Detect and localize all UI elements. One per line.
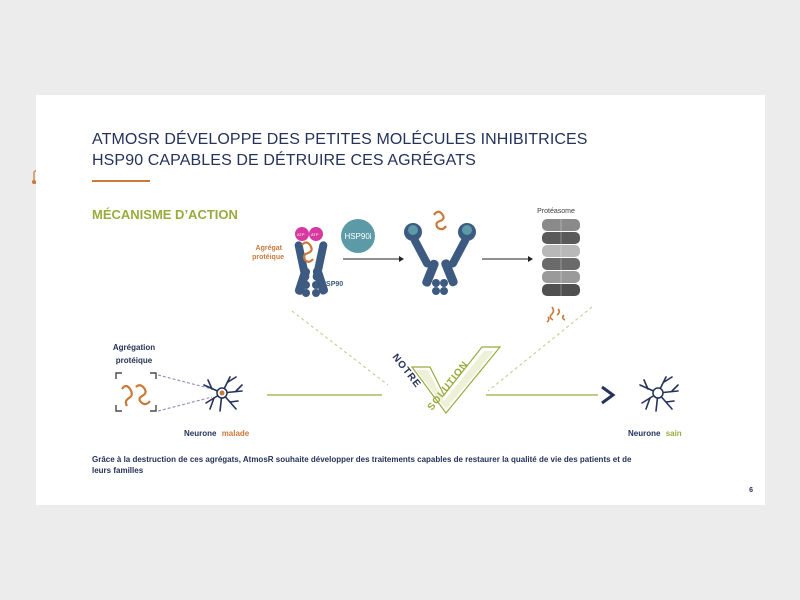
atp-label: ATP <box>311 232 319 237</box>
agregation-label-2: protéique <box>116 356 153 365</box>
arrow-2-head <box>528 256 533 262</box>
proteasome-label: Protéasome <box>537 208 575 215</box>
hsp90i-bound-icon <box>408 225 418 235</box>
zoom-line-bottom <box>157 396 213 412</box>
slide: ATMOSR DÉVELOPPE DES PETITES MOLÉCULES I… <box>36 95 765 505</box>
section-title: MÉCANISME D’ACTION <box>92 207 238 222</box>
aggregation-frame-icon <box>115 372 157 412</box>
hsp90-dimer-icon <box>294 241 329 297</box>
neuron-aggregate <box>219 390 225 396</box>
neurone-malade-label: Neurone malade <box>184 429 250 438</box>
malade-word: malade <box>222 429 250 438</box>
title-line-2: HSP90 CAPABLES DE DÉTRUIRE CES AGRÉGATS <box>92 152 476 169</box>
atp-site-icon <box>309 227 323 241</box>
aggregate-bound-icon <box>301 241 314 263</box>
neurone-word: Neurone <box>628 429 661 438</box>
notre-solution-check-icon <box>410 346 502 414</box>
hsp90i-label: HSP90i <box>344 232 371 241</box>
agregation-label-1: Agrégation <box>113 343 155 352</box>
aggregates-icon <box>121 384 151 407</box>
healthy-neuron-body <box>652 387 664 399</box>
agregat-label: Agrégat <box>256 245 283 252</box>
aggregate-released-icon <box>433 210 447 231</box>
hsp90-label: HSP90 <box>321 281 343 288</box>
hsp90i-inhibitor-icon <box>341 219 375 253</box>
neurone-word: Neurone <box>184 429 217 438</box>
agregat-proteique-label: protéique <box>252 254 284 261</box>
caption-text: Grâce à la destruction de ces agrégats, … <box>92 455 632 475</box>
chevron-right-icon <box>601 385 616 405</box>
sain-word: sain <box>666 429 682 438</box>
atp-site-icon <box>295 227 309 241</box>
zoom-line-top <box>157 374 213 390</box>
title-line-1: ATMOSR DÉVELOPPE DES PETITES MOLÉCULES I… <box>92 131 588 148</box>
degraded-fragments-icon <box>546 306 566 323</box>
mechanism-diagram: ATP ATP Agrégat protéique HSP90 HSP90i P… <box>113 208 682 438</box>
title-underline <box>92 180 150 182</box>
dotted-guide-left <box>291 310 389 386</box>
page-number: 6 <box>749 487 753 494</box>
dotted-guide-right <box>487 306 593 392</box>
neurone-sain-label: Neurone sain <box>628 429 682 438</box>
slide-title: ATMOSR DÉVELOPPE DES PETITES MOLÉCULES I… <box>92 129 692 171</box>
arrow-1-head <box>399 256 404 262</box>
atp-label: ATP <box>297 232 305 237</box>
proteasome-icon <box>542 219 580 296</box>
hsp90i-bound-icon <box>462 225 472 235</box>
